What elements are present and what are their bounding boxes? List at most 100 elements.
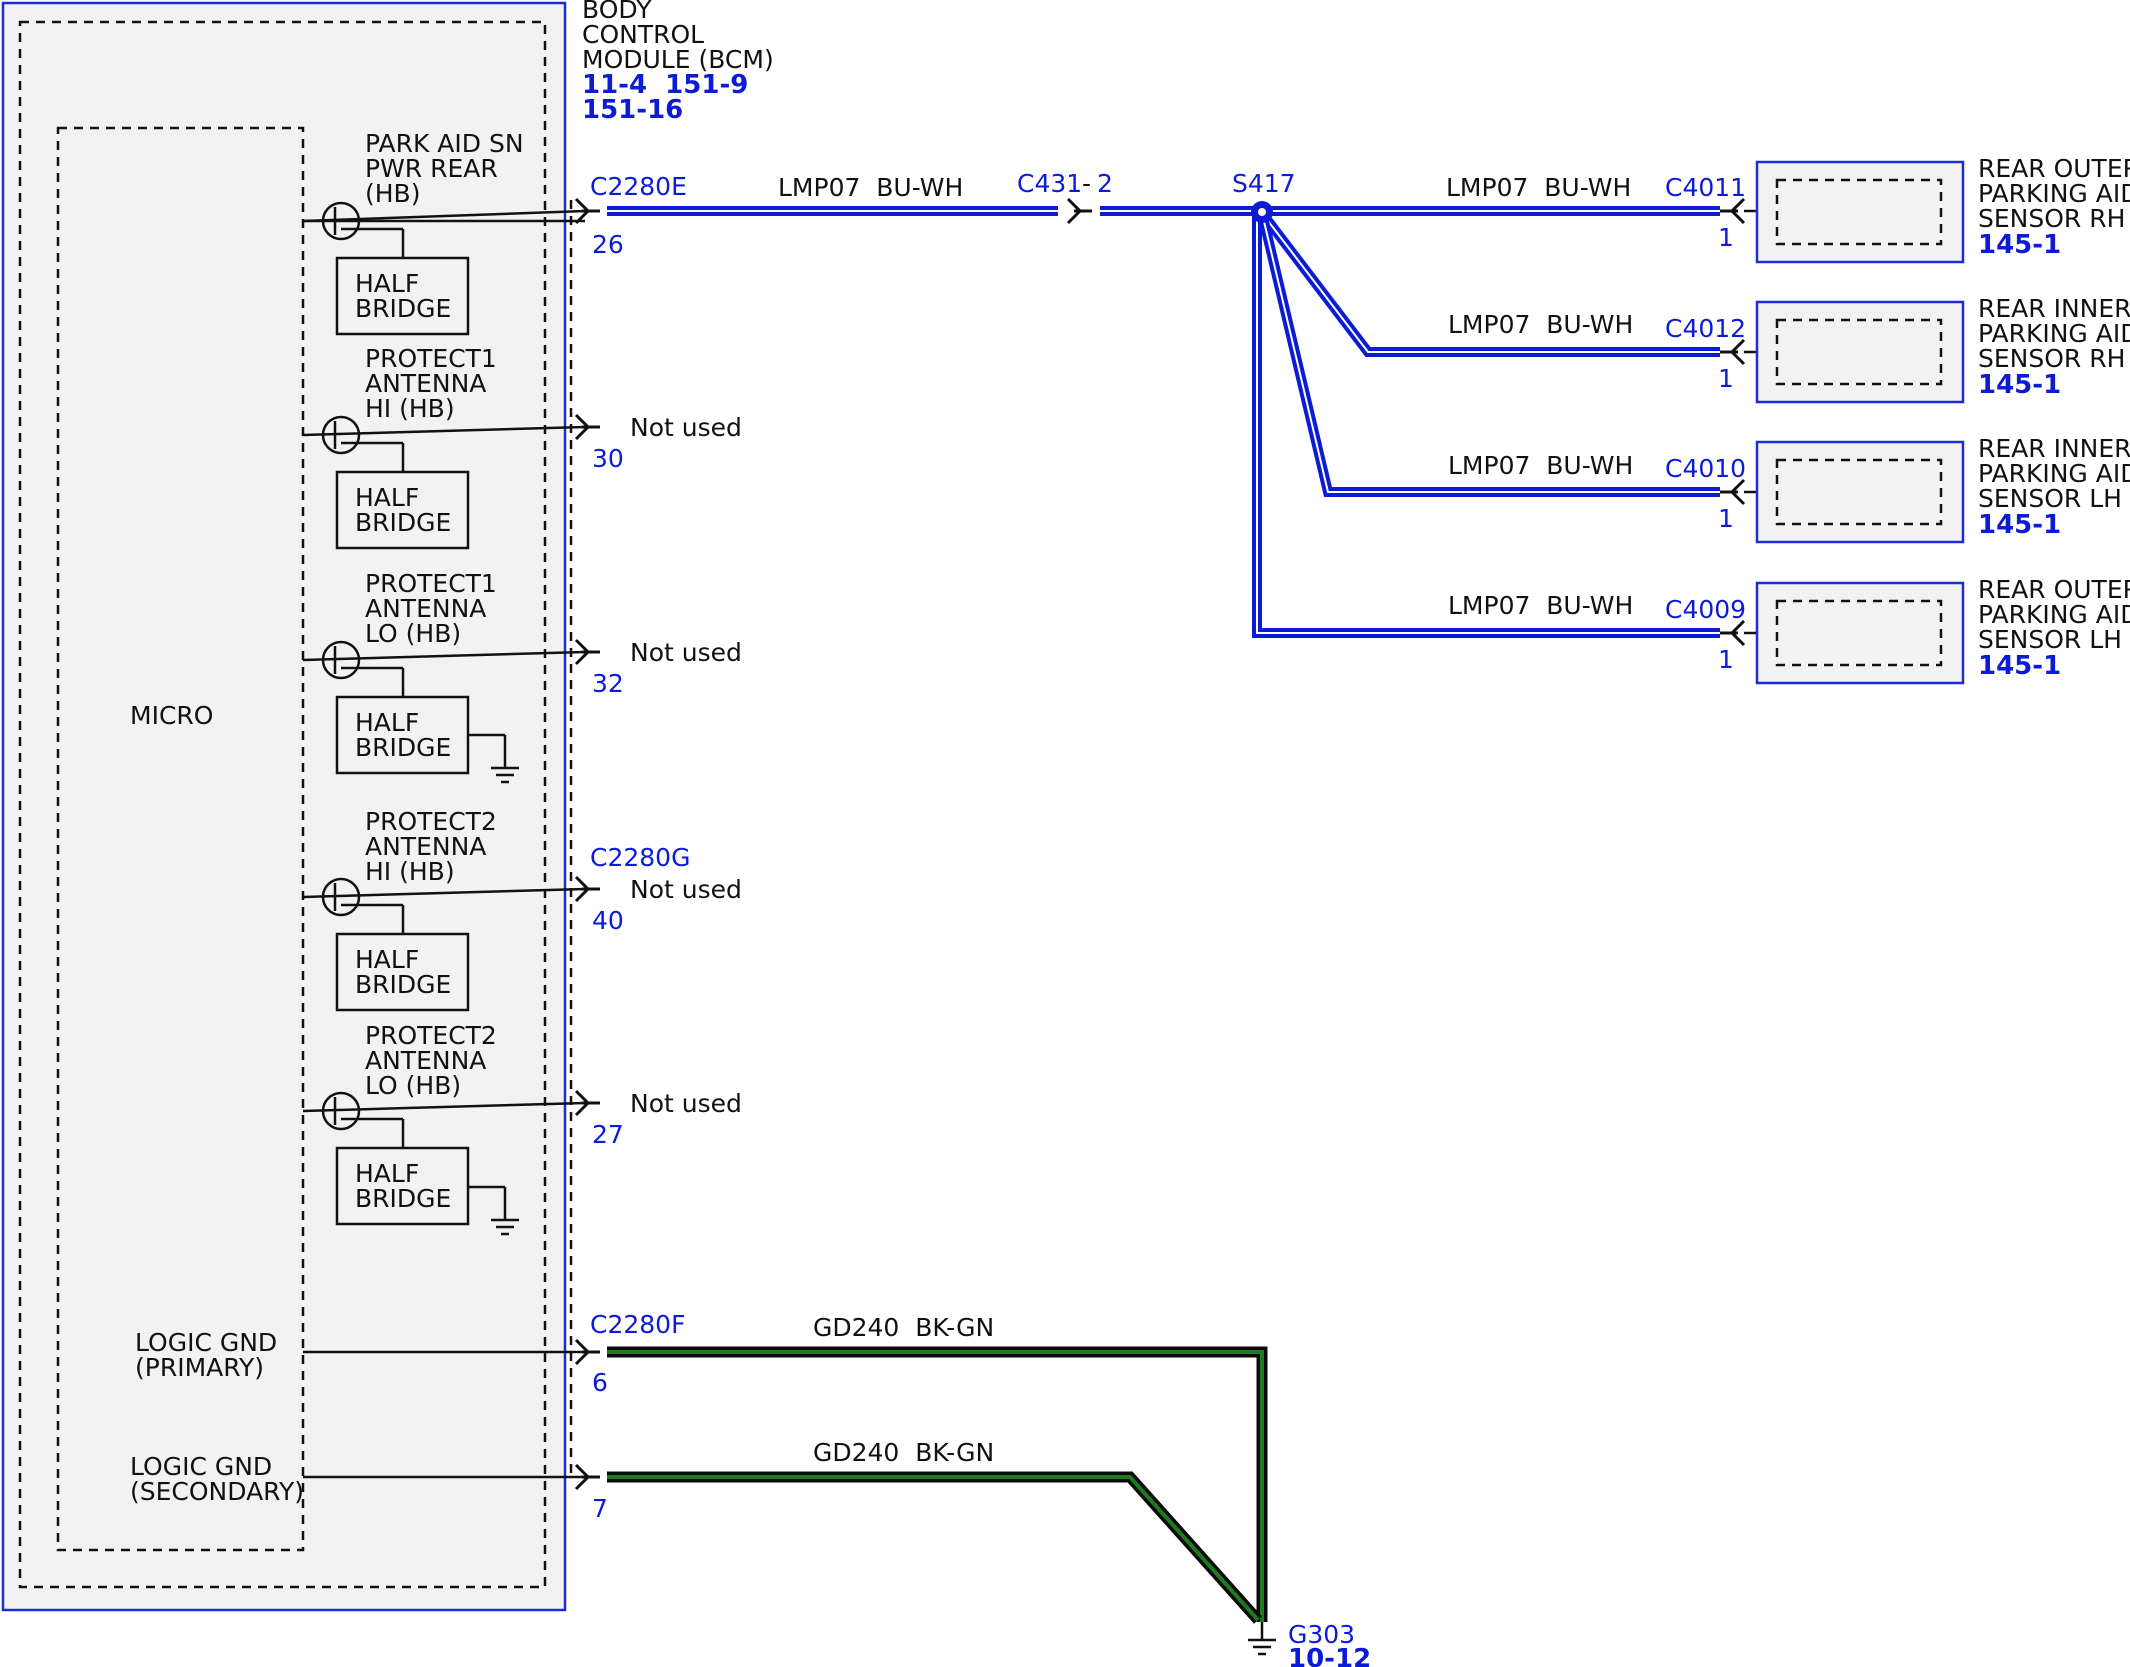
sensor-rear-outer-lh[interactable]: LMP07 BU-WH C4009 1 REAR OUTER PARKING A… <box>1448 575 2130 685</box>
logic-gnd-secondary-line-1: LOGIC GND <box>130 1452 272 1481</box>
circuit-3-line-3: LO (HB) <box>365 619 461 648</box>
circuit-1-line-2: PWR REAR <box>365 154 498 183</box>
sensor-2-ref[interactable]: 145-1 <box>1978 370 2061 400</box>
sensor-rear-inner-rh[interactable]: LMP07 BU-WH C4012 1 REAR INNER PARKING A… <box>1448 294 2130 404</box>
circuit-1-line-3: (HB) <box>365 179 420 208</box>
connector-c4012[interactable]: C4012 <box>1665 314 1746 343</box>
circuit-protect2-hi: PROTECT2 ANTENNA HI (HB) HALF BRIDGE C22… <box>302 807 742 1012</box>
bcm-module-outline <box>1 1 567 1612</box>
connector-c4009[interactable]: C4009 <box>1665 595 1746 624</box>
bcm-inner-boundary <box>18 20 547 1589</box>
logic-gnd-primary-line-1: LOGIC GND <box>135 1328 277 1357</box>
micro-label: MICRO <box>130 701 213 730</box>
ground-harness: GD240 BK-GN GD240 BK-GN G303 10-12 <box>607 1313 1371 1667</box>
sensor-rear-outer-rh[interactable]: LMP07 BU-WH C4011 1 REAR OUTER PARKING A… <box>1446 154 2130 264</box>
logic-gnd-primary-line-2: (PRIMARY) <box>135 1353 264 1382</box>
connector-c4011[interactable]: C4011 <box>1665 173 1746 202</box>
sensor-3-line-2: PARKING AID <box>1978 459 2130 488</box>
wire-label-lmp07: LMP07 BU-WH <box>778 173 963 202</box>
pin-32: 32 <box>592 669 624 698</box>
half-bridge-2-line-2: BRIDGE <box>355 508 451 537</box>
sensor-3-ref[interactable]: 145-1 <box>1978 510 2061 540</box>
inline-connector-arrow-icon <box>1066 197 1094 225</box>
ground-symbol-icon <box>1248 1622 1276 1656</box>
power-harness: LMP07 BU-WH C431 - 2 S417 <box>607 169 1720 638</box>
pin-7: 7 <box>592 1494 608 1523</box>
transistor-icon <box>321 877 361 917</box>
circuit-4-line-1: PROTECT2 <box>365 807 497 836</box>
circuit-park-aid-pwr: PARK AID SN PWR REAR (HB) HALF BRIDGE C2… <box>302 129 687 336</box>
connector-c2280f[interactable]: C2280F <box>590 1310 685 1339</box>
sensor-1-line-2: PARKING AID <box>1978 179 2130 208</box>
connector-c4010[interactable]: C4010 <box>1665 454 1746 483</box>
sensor-4-ref[interactable]: 145-1 <box>1978 651 2061 681</box>
circuit-3-line-1: PROTECT1 <box>365 569 497 598</box>
bcm-refs-1[interactable]: 11-4 151-9 <box>582 70 748 100</box>
circuit-3-line-2: ANTENNA <box>365 594 486 623</box>
splice-s417[interactable]: S417 <box>1232 169 1296 198</box>
bcm-refs-2[interactable]: 151-16 <box>582 95 683 125</box>
sensor-4-line-1: REAR OUTER <box>1978 575 2130 604</box>
circuit-protect2-lo: PROTECT2 ANTENNA LO (HB) HALF BRIDGE Not… <box>302 1021 742 1236</box>
circuit-2-line-3: HI (HB) <box>365 394 455 423</box>
transistor-icon <box>321 415 361 455</box>
circuit-protect1-hi: PROTECT1 ANTENNA HI (HB) HALF BRIDGE Not… <box>302 344 742 550</box>
ground-ref[interactable]: 10-12 <box>1288 1644 1371 1667</box>
sensor-4-pin: 1 <box>1718 645 1734 674</box>
sensor-rear-inner-lh[interactable]: LMP07 BU-WH C4010 1 REAR INNER PARKING A… <box>1448 434 2130 544</box>
circuit-protect1-lo: PROTECT1 ANTENNA LO (HB) HALF BRIDGE Not… <box>302 569 742 784</box>
circuit-5-line-2: ANTENNA <box>365 1046 486 1075</box>
half-bridge-1-line-1: HALF <box>355 269 419 298</box>
half-bridge-3-line-2: BRIDGE <box>355 733 451 762</box>
half-bridge-5-line-2: BRIDGE <box>355 1184 451 1213</box>
sensor-1-box <box>1755 160 1965 264</box>
circuit-1-line-1: PARK AID SN <box>365 129 524 158</box>
sensor-4-line-2: PARKING AID <box>1978 600 2130 629</box>
pin-6: 6 <box>592 1368 608 1397</box>
ground-symbol-icon <box>491 766 519 784</box>
sensor-2-box <box>1755 300 1965 404</box>
transistor-icon <box>321 201 361 241</box>
pin-30: 30 <box>592 444 624 473</box>
pin-arrow-icon <box>1718 338 1746 366</box>
sensor-3-line-1: REAR INNER <box>1978 434 2130 463</box>
pin-40: 40 <box>592 906 624 935</box>
half-bridge-1-line-2: BRIDGE <box>355 294 451 323</box>
half-bridge-4-line-1: HALF <box>355 945 419 974</box>
transistor-icon <box>321 640 361 680</box>
logic-gnd-secondary: LOGIC GND (SECONDARY) 7 <box>130 1452 608 1523</box>
sensor-1-ref[interactable]: 145-1 <box>1978 230 2061 260</box>
status-not-used: Not used <box>630 1089 742 1118</box>
sensor-3-line-3: SENSOR LH <box>1978 484 2122 513</box>
circuit-4-line-3: HI (HB) <box>365 857 455 886</box>
half-bridge-5-line-1: HALF <box>355 1159 419 1188</box>
logic-gnd-primary: LOGIC GND (PRIMARY) C2280F 6 <box>135 1310 685 1397</box>
circuit-2-line-2: ANTENNA <box>365 369 486 398</box>
bcm-title-line-2: CONTROL <box>582 20 704 49</box>
ground-point-g303[interactable]: G303 <box>1288 1620 1355 1649</box>
circuit-4-line-2: ANTENNA <box>365 832 486 861</box>
sensor-2-line-3: SENSOR RH <box>1978 344 2125 373</box>
connector-c2280e[interactable]: C2280E <box>590 172 687 201</box>
bcm-title: BODY CONTROL MODULE (BCM) 11-4 151-9 151… <box>582 0 774 125</box>
sensor-4-wire: LMP07 BU-WH <box>1448 591 1633 620</box>
half-bridge-3-line-1: HALF <box>355 708 419 737</box>
connector-c2280g[interactable]: C2280G <box>590 843 690 872</box>
pin-26: 26 <box>592 230 624 259</box>
logic-gnd-secondary-line-2: (SECONDARY) <box>130 1477 304 1506</box>
status-not-used: Not used <box>630 638 742 667</box>
sensor-1-line-1: REAR OUTER <box>1978 154 2130 183</box>
status-not-used: Not used <box>630 875 742 904</box>
sensor-4-line-3: SENSOR LH <box>1978 625 2122 654</box>
bcm-module: MICRO <box>1 1 573 1612</box>
svg-text:-: - <box>1082 169 1091 198</box>
pin-arrow-icon <box>1718 619 1746 647</box>
connector-c431[interactable]: C431 <box>1017 169 1082 198</box>
sensor-1-wire: LMP07 BU-WH <box>1446 173 1631 202</box>
sensor-3-wire: LMP07 BU-WH <box>1448 451 1633 480</box>
status-not-used: Not used <box>630 413 742 442</box>
sensor-2-wire: LMP07 BU-WH <box>1448 310 1633 339</box>
transistor-icon <box>321 1091 361 1131</box>
pin-arrow-icon <box>1718 197 1746 225</box>
